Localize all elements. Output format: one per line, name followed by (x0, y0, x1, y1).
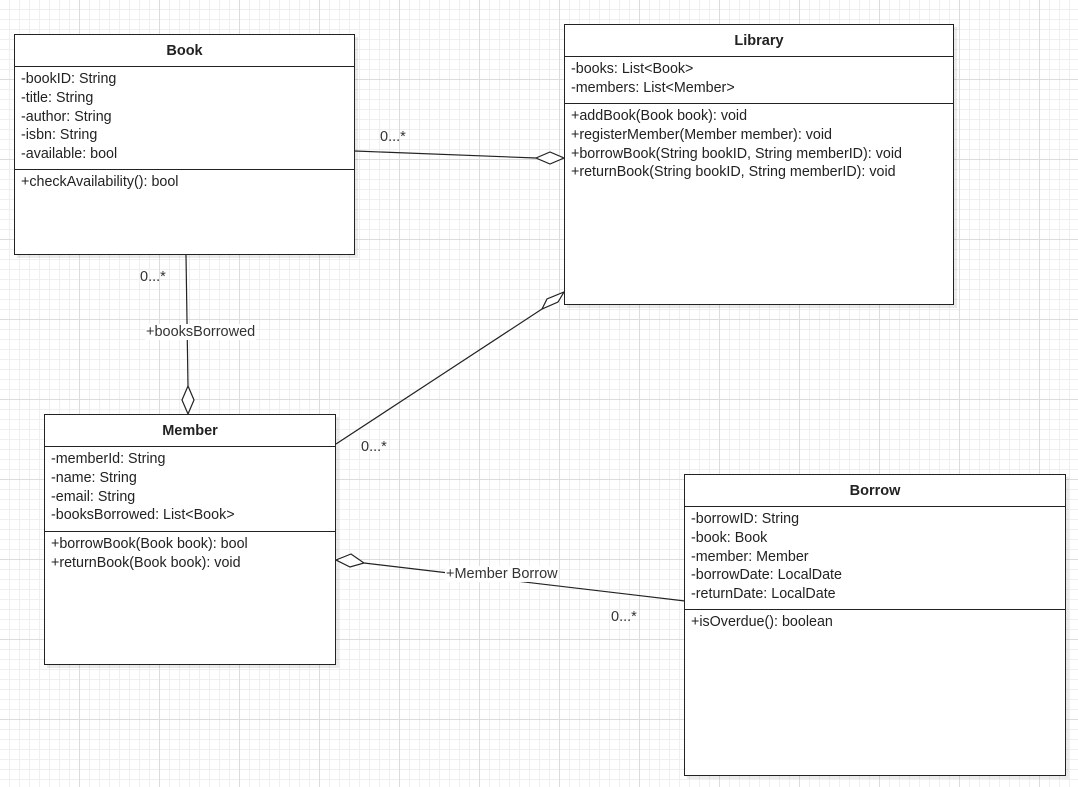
multiplicity-book-member: 0...* (140, 269, 166, 285)
library-methods: +addBook(Book book): void +registerMember… (565, 104, 953, 185)
library-method: +borrowBook(String bookID, String member… (571, 145, 902, 162)
library-method: +returnBook(String bookID, String member… (571, 164, 896, 181)
library-attribute: -books: List<Book> (571, 61, 694, 77)
library-attributes: -books: List<Book> -members: List<Member> (565, 57, 953, 104)
library-method: +addBook(Book book): void (571, 108, 748, 124)
borrow-method: +isOverdue(): boolean (691, 614, 833, 630)
member-methods: +borrowBook(Book book): bool +returnBook(… (45, 532, 335, 576)
library-attribute: -members: List<Member> (571, 79, 735, 96)
book-member-association[interactable] (185, 254, 189, 387)
library-method: +registerMember(Member member): void (571, 126, 832, 143)
member-attributes: -memberId: String -name: String -email: St… (45, 447, 335, 532)
member-attribute: -booksBorrowed: List<Book> (51, 507, 235, 524)
book-attribute: -isbn: String (21, 127, 98, 144)
member-attribute: -memberId: String (51, 451, 166, 467)
book-class-name: Book (15, 35, 354, 67)
multiplicity-member-borrow: 0...* (611, 609, 637, 625)
member-borrow-association[interactable] (363, 562, 686, 602)
role-label-member-borrow: +Member Borrow (445, 566, 559, 582)
library-class-name: Library (565, 25, 953, 57)
member-aggregation-diamond-borrow (334, 553, 366, 568)
member-method: +returnBook(Book book): void (51, 554, 241, 571)
library-class[interactable]: Library -books: List<Book> -members: List… (564, 24, 954, 305)
book-method: +checkAvailability(): bool (21, 174, 179, 190)
multiplicity-book-library: 0...* (380, 129, 406, 145)
borrow-class[interactable]: Borrow -borrowID: String -book: Book -memb… (684, 474, 1066, 776)
borrow-attributes: -borrowID: String -book: Book -member: Mem… (685, 507, 1065, 610)
member-library-association[interactable] (335, 308, 543, 445)
member-class[interactable]: Member -memberId: String -name: String -em… (44, 414, 336, 665)
borrow-attribute: -returnDate: LocalDate (691, 586, 836, 603)
borrow-attribute: -borrowDate: LocalDate (691, 567, 842, 584)
book-attribute: -available: bool (21, 146, 118, 163)
book-class[interactable]: Book -bookID: String -title: String -autho… (14, 34, 355, 255)
book-attribute: -bookID: String (21, 71, 117, 87)
book-methods: +checkAvailability(): bool (15, 170, 354, 195)
book-attribute: -author: String (21, 108, 112, 125)
book-attributes: -bookID: String -title: String -author: St… (15, 67, 354, 170)
borrow-attribute: -member: Member (691, 548, 809, 565)
role-label-books-borrowed: +booksBorrowed (145, 324, 257, 340)
library-aggregation-diamond-members (540, 290, 566, 311)
borrow-methods: +isOverdue(): boolean (685, 610, 1065, 635)
borrow-class-name: Borrow (685, 475, 1065, 507)
member-method: +borrowBook(Book book): bool (51, 536, 248, 552)
borrow-attribute: -book: Book (691, 529, 768, 546)
member-attribute: -email: String (51, 488, 136, 505)
book-attribute: -title: String (21, 89, 94, 106)
member-class-name: Member (45, 415, 335, 447)
book-library-association[interactable] (354, 150, 537, 159)
member-aggregation-diamond-books (181, 384, 195, 416)
borrow-attribute: -borrowID: String (691, 511, 800, 527)
multiplicity-member-library: 0...* (361, 439, 387, 455)
library-aggregation-diamond-books (534, 151, 566, 165)
member-attribute: -name: String (51, 469, 137, 486)
